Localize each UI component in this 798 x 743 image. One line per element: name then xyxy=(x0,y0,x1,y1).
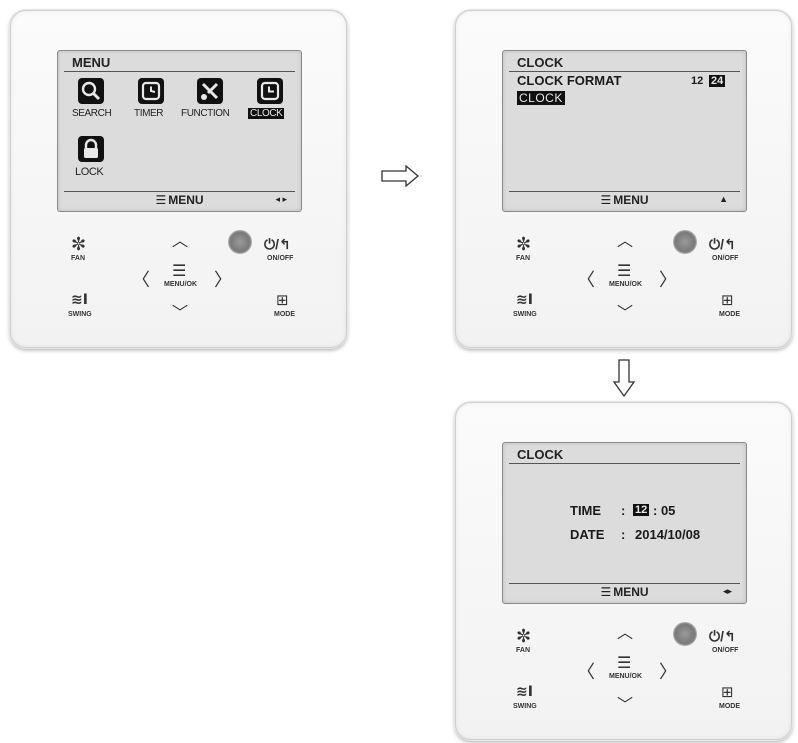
chevron-right-icon[interactable]: 〉 xyxy=(214,270,232,290)
chevron-down-icon[interactable]: ﹀ xyxy=(617,697,634,714)
fan-label: FAN xyxy=(516,255,530,262)
power-icon[interactable]: ⏻/↰ xyxy=(709,628,736,644)
hamburger-icon: ☰ xyxy=(600,193,612,207)
date-separator: : xyxy=(621,527,626,542)
hamburger-icon[interactable]: ☰ xyxy=(617,655,632,672)
mode-icon[interactable]: ⊞ xyxy=(276,292,289,309)
mode-label: MODE xyxy=(719,311,740,318)
search-icon[interactable] xyxy=(78,78,104,104)
menu-item-function[interactable]: FUNCTION xyxy=(181,108,230,119)
swing-icon[interactable]: ≋Ⅰ xyxy=(516,683,533,699)
format-option-24-selected[interactable]: 24 xyxy=(709,75,726,87)
footer-label: MENU xyxy=(613,585,649,599)
swing-label: SWING xyxy=(68,311,92,318)
lcd-screen: CLOCK TIME : 12 : 05 DATE : 2014/10/08 ☰… xyxy=(502,442,747,604)
mode-label: MODE xyxy=(719,703,740,710)
swing-icon[interactable]: ≋Ⅰ xyxy=(71,291,88,307)
left-right-arrows-icon: ◂ ▸ xyxy=(275,194,287,204)
lcd-screen: CLOCK CLOCK FORMAT 12 24 CLOCK ☰MENU ▲ xyxy=(502,50,747,212)
hamburger-icon[interactable]: ☰ xyxy=(172,263,187,280)
swing-label: SWING xyxy=(513,703,537,710)
swing-label: SWING xyxy=(513,311,537,318)
menu-item-timer[interactable]: TIMER xyxy=(134,108,164,119)
mode-label: MODE xyxy=(274,311,295,318)
chevron-right-icon[interactable]: 〉 xyxy=(659,662,677,682)
controller-panel-clock-format: CLOCK CLOCK FORMAT 12 24 CLOCK ☰MENU ▲ ✼… xyxy=(455,10,792,348)
divider xyxy=(509,583,740,584)
chevron-up-icon[interactable]: ︿ xyxy=(172,233,189,250)
swing-icon[interactable]: ≋Ⅰ xyxy=(516,291,533,307)
menu-item-search[interactable]: SEARCH xyxy=(72,108,112,119)
divider xyxy=(64,191,295,192)
chevron-up-icon[interactable]: ︿ xyxy=(617,625,634,642)
screen-footer: ☰MENU xyxy=(503,585,746,599)
onoff-label: ON/OFF xyxy=(712,647,739,654)
sensor-icon xyxy=(673,622,697,646)
arrow-right-icon xyxy=(381,165,420,187)
screen-footer: ☰MENU xyxy=(58,193,301,207)
chevron-left-icon[interactable]: 〈 xyxy=(132,270,150,290)
sensor-icon xyxy=(228,230,252,254)
screen-title: CLOCK xyxy=(517,55,564,70)
function-icon[interactable] xyxy=(197,78,223,104)
left-right-arrows-icon: ◂▸ xyxy=(722,586,732,596)
chevron-left-icon[interactable]: 〈 xyxy=(577,270,595,290)
footer-label: MENU xyxy=(168,193,204,207)
fan-icon[interactable]: ✼ xyxy=(71,234,87,254)
screen-title: MENU xyxy=(72,55,111,70)
chevron-left-icon[interactable]: 〈 xyxy=(577,662,595,682)
lock-icon[interactable] xyxy=(78,136,104,162)
hamburger-icon: ☰ xyxy=(600,585,612,599)
chevron-down-icon[interactable]: ﹀ xyxy=(617,305,634,322)
controller-panel-clock-set: CLOCK TIME : 12 : 05 DATE : 2014/10/08 ☰… xyxy=(455,402,792,740)
lcd-screen: MENU SEARCH TIMER FUNCTION CLOCK LOCK ☰M… xyxy=(57,50,302,212)
clock-icon[interactable] xyxy=(257,78,283,104)
date-label: DATE xyxy=(570,527,605,542)
chevron-up-icon[interactable]: ︿ xyxy=(617,233,634,250)
menu-item-lock[interactable]: LOCK xyxy=(75,166,104,178)
up-arrow-icon: ▲ xyxy=(719,194,728,204)
divider xyxy=(64,71,295,72)
date-field[interactable]: 2014/10/08 xyxy=(635,527,701,542)
arrow-down-icon xyxy=(612,359,636,398)
timer-icon[interactable] xyxy=(138,78,164,104)
sensor-icon xyxy=(673,230,697,254)
menu-item-clock-selected[interactable]: CLOCK xyxy=(248,108,285,119)
controller-panel-menu: MENU SEARCH TIMER FUNCTION CLOCK LOCK ☰M… xyxy=(10,10,347,348)
format-option-12[interactable]: 12 xyxy=(691,75,704,87)
time-hour-field[interactable]: 12 xyxy=(633,504,650,516)
mode-icon[interactable]: ⊞ xyxy=(721,684,734,701)
fan-icon[interactable]: ✼ xyxy=(516,626,532,646)
time-separator: : xyxy=(621,503,626,518)
mode-icon[interactable]: ⊞ xyxy=(721,292,734,309)
time-label: TIME xyxy=(570,503,602,518)
clock-format-label: CLOCK FORMAT xyxy=(517,73,622,88)
fan-label: FAN xyxy=(516,647,530,654)
fan-icon[interactable]: ✼ xyxy=(516,234,532,254)
fan-label: FAN xyxy=(71,255,85,262)
menuok-label: MENU/OK xyxy=(164,281,198,288)
onoff-label: ON/OFF xyxy=(267,255,294,262)
divider xyxy=(509,71,740,72)
screen-footer: ☰MENU xyxy=(503,193,746,207)
menuok-label: MENU/OK xyxy=(609,281,643,288)
power-icon[interactable]: ⏻/↰ xyxy=(264,236,291,252)
divider xyxy=(509,463,740,464)
hamburger-icon: ☰ xyxy=(155,193,167,207)
onoff-label: ON/OFF xyxy=(712,255,739,262)
time-minute-field[interactable]: : 05 xyxy=(653,503,676,518)
chevron-right-icon[interactable]: 〉 xyxy=(659,270,677,290)
divider xyxy=(509,191,740,192)
power-icon[interactable]: ⏻/↰ xyxy=(709,236,736,252)
menuok-label: MENU/OK xyxy=(609,673,643,680)
screen-title: CLOCK xyxy=(517,447,564,462)
clock-item-highlighted[interactable]: CLOCK xyxy=(517,91,565,105)
footer-label: MENU xyxy=(613,193,649,207)
hamburger-icon[interactable]: ☰ xyxy=(617,263,632,280)
chevron-down-icon[interactable]: ﹀ xyxy=(172,305,189,322)
